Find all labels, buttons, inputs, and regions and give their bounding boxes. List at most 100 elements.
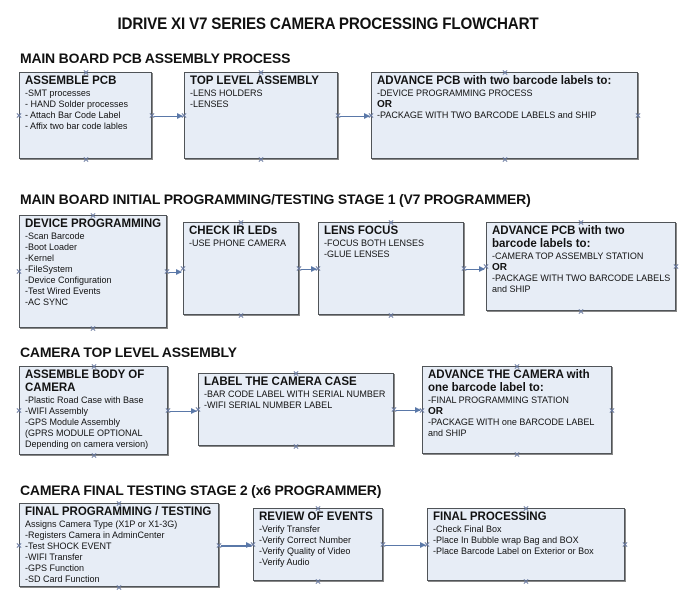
connection-point-icon [90, 325, 96, 331]
section-heading: CAMERA TOP LEVEL ASSEMBLY [20, 344, 237, 360]
process-step: and SHIP [428, 428, 467, 438]
process-step: -DEVICE PROGRAMMING PROCESS [377, 88, 533, 98]
connection-point-icon [180, 266, 186, 272]
process-step: OR [492, 262, 507, 273]
connection-point-icon [419, 407, 425, 413]
process-step: -Scan Barcode [25, 231, 85, 241]
connection-point-icon [258, 156, 264, 162]
process-step: - HAND Solder processes [25, 99, 129, 109]
process-box: REVIEW OF EVENTS-Verify Transfer-Verify … [253, 508, 383, 581]
connection-point-icon [16, 113, 22, 119]
process-step: -USE PHONE CAMERA [189, 238, 287, 248]
process-step: -WIFI SERIAL NUMBER LABEL [204, 400, 333, 410]
process-step: -WIFI Transfer [25, 552, 83, 562]
connection-point-icon [673, 264, 679, 270]
process-box-title: DEVICE PROGRAMMING [25, 218, 162, 230]
process-step: -Verify Audio [259, 557, 310, 567]
flow-arrow [169, 269, 182, 274]
process-box: ADVANCE PCB with two barcode labels to:-… [486, 222, 676, 311]
process-box-title: FINAL PROCESSING [433, 511, 547, 523]
process-box: LABEL THE CAMERA CASE-BAR CODE LABEL WIT… [198, 373, 394, 446]
process-step: -Place Barcode Label on Exterior or Box [433, 546, 594, 556]
flow-arrow [466, 266, 485, 271]
connection-point-icon [315, 505, 321, 511]
process-box-title: CHECK IR LEDs [189, 225, 278, 237]
process-box: LENS FOCUS-FOCUS BOTH LENSES-GLUE LENSES [318, 222, 464, 315]
connection-point-icon [195, 407, 201, 413]
process-step: -Place In Bubble wrap Bag and BOX [433, 535, 579, 545]
connection-point-icon [238, 312, 244, 318]
process-step: -GLUE LENSES [324, 249, 390, 259]
flow-arrow [385, 542, 426, 547]
process-box-title: ASSEMBLE PCB [25, 75, 117, 87]
connection-point-icon [523, 505, 529, 511]
process-step: -LENS HOLDERS [190, 88, 263, 98]
process-step: - Affix two bar code lables [25, 121, 128, 131]
process-step: -FINAL PROGRAMMING STATION [428, 395, 569, 405]
connection-point-icon [293, 443, 299, 449]
process-box-title: REVIEW OF EVENTS [259, 511, 373, 523]
flow-arrow [301, 266, 317, 271]
connection-point-icon [238, 219, 244, 225]
process-step: and SHIP [492, 284, 531, 294]
connection-point-icon [90, 212, 96, 218]
process-step: (GPRS MODULE OPTIONAL [25, 428, 143, 438]
process-box: ASSEMBLE BODY OF CAMERA-Plastic Road Cas… [19, 366, 168, 455]
process-step: -Check Final Box [433, 524, 502, 534]
connection-point-icon [502, 156, 508, 162]
process-box: ASSEMBLE PCB -SMT processes - HAND Solde… [19, 72, 152, 159]
connection-point-icon [635, 113, 641, 119]
process-step: -AC SYNC [25, 297, 69, 307]
process-step: -Verify Quality of Video [259, 546, 351, 556]
connection-point-icon [16, 269, 22, 275]
process-box-title: LENS FOCUS [324, 225, 399, 237]
connection-point-icon [622, 542, 628, 548]
connection-point-icon [91, 363, 97, 369]
connection-point-icon [83, 156, 89, 162]
process-step: -SD Card Function [25, 574, 100, 584]
connection-point-icon [91, 452, 97, 458]
process-step: -PACKAGE WITH TWO BARCODE LABELS [492, 273, 671, 283]
flow-arrow [154, 113, 183, 118]
process-step: Assigns Camera Type (X1P or X1-3G) [25, 519, 178, 529]
flow-arrow [170, 408, 197, 413]
section-heading: CAMERA FINAL TESTING STAGE 2 (x6 PROGRAM… [20, 482, 382, 498]
connection-point-icon [258, 69, 264, 75]
connection-point-icon [514, 451, 520, 457]
section-heading: MAIN BOARD INITIAL PROGRAMMING/TESTING S… [20, 191, 531, 207]
process-step: Depending on camera version) [25, 439, 149, 449]
connection-point-icon [424, 542, 430, 548]
connection-point-icon [578, 219, 584, 225]
process-box-title: ASSEMBLE BODY OF CAMERA [25, 369, 145, 394]
process-box: CHECK IR LEDs-USE PHONE CAMERA [183, 222, 299, 315]
process-step: -FileSystem [25, 264, 73, 274]
process-box-title: ADVANCE PCB with two barcode labels to: [377, 75, 612, 87]
process-step: -CAMERA TOP ASSEMBLY STATION [492, 251, 644, 261]
section-heading: MAIN BOARD PCB ASSEMBLY PROCESS [20, 50, 291, 66]
process-step: OR [428, 406, 443, 417]
process-box: ADVANCE THE CAMERA with one barcode labe… [422, 366, 612, 454]
process-step: -WIFI Assembly [25, 406, 89, 416]
process-step: -Plastic Road Case with Base [25, 395, 144, 405]
process-box-title: TOP LEVEL ASSEMBLY [190, 75, 319, 87]
flow-arrow [340, 113, 370, 118]
process-box: FINAL PROCESSING -Check Final Box-Place … [427, 508, 625, 581]
process-step: -Test Wired Events [25, 286, 101, 296]
connection-point-icon [315, 578, 321, 584]
process-box: TOP LEVEL ASSEMBLY-LENS HOLDERS-LENSES [184, 72, 338, 159]
process-step: -PACKAGE WITH TWO BARCODE LABELS and SHI… [377, 110, 597, 120]
connection-point-icon [16, 408, 22, 414]
flow-arrow [221, 542, 252, 548]
connection-point-icon [250, 542, 256, 548]
process-step: -Test SHOCK EVENT [25, 541, 112, 551]
connection-point-icon [388, 219, 394, 225]
process-box: ADVANCE PCB with two barcode labels to:-… [371, 72, 638, 159]
process-box-title: FINAL PROGRAMMING / TESTING [25, 506, 212, 518]
connection-point-icon [483, 264, 489, 270]
connection-point-icon [502, 69, 508, 75]
connection-point-icon [181, 113, 187, 119]
connection-point-icon [368, 113, 374, 119]
process-step: -Verify Correct Number [259, 535, 352, 545]
